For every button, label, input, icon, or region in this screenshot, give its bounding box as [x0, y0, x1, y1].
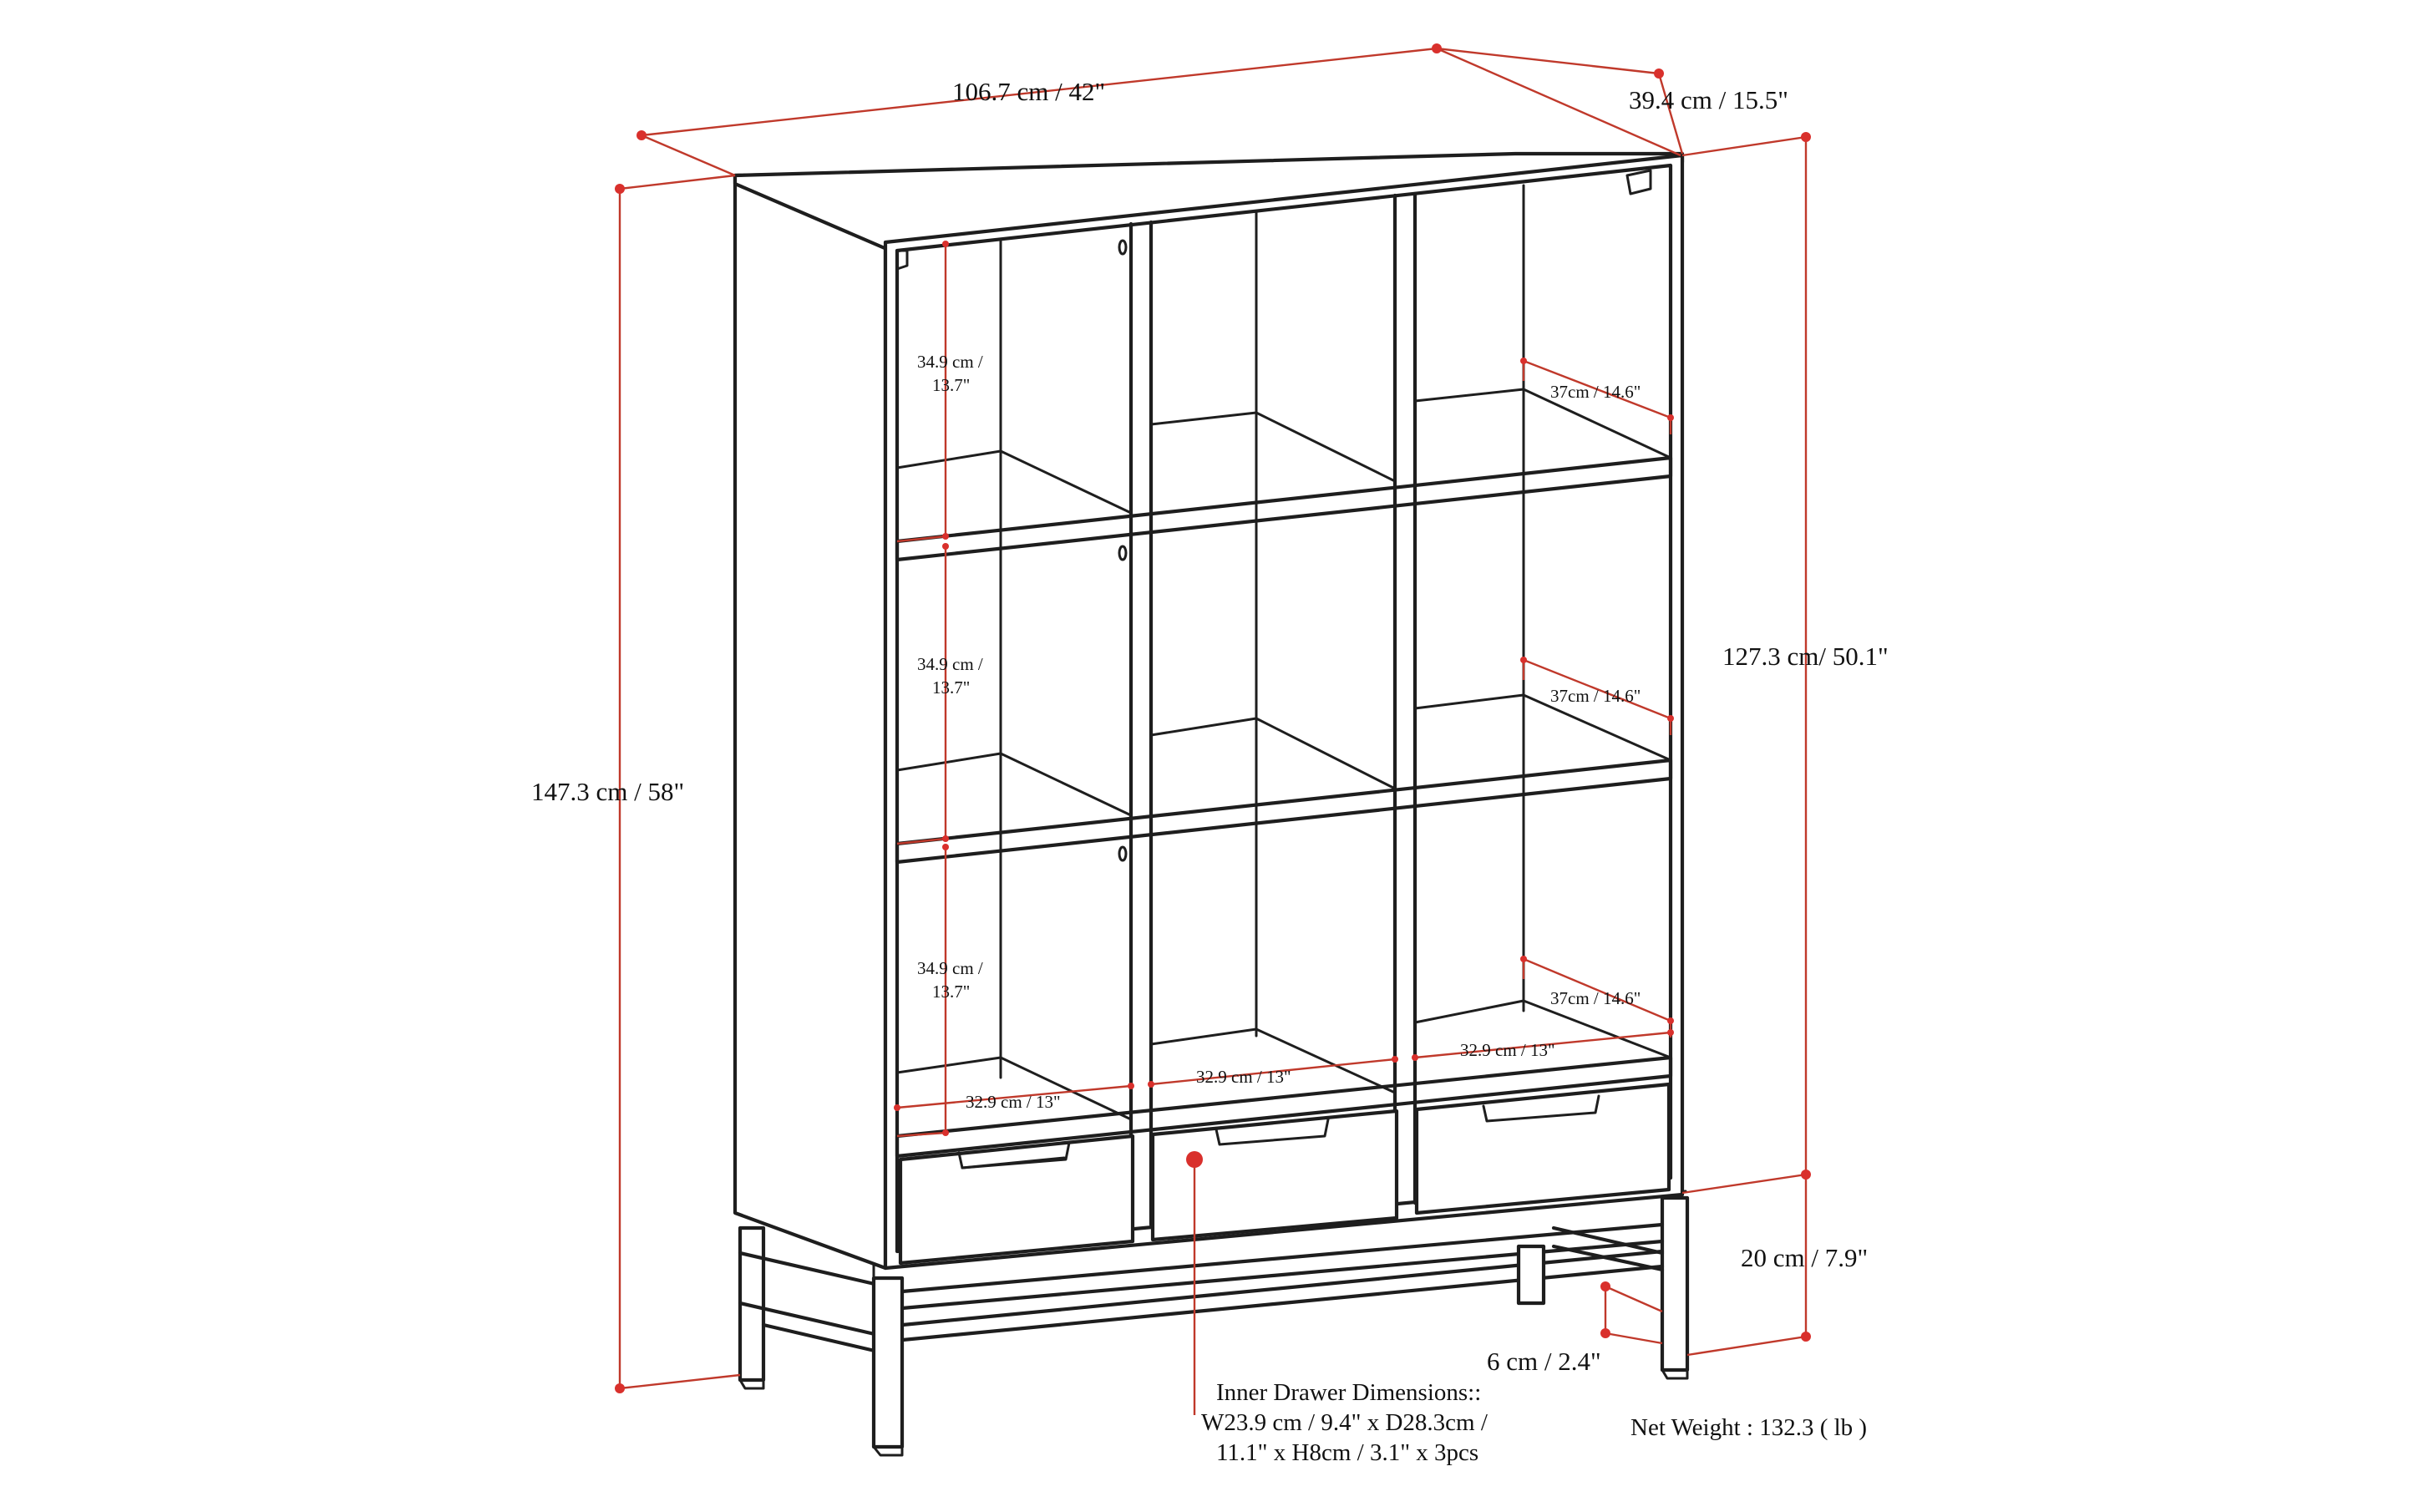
- leg-width-label: 6 cm / 2.4": [1487, 1347, 1601, 1376]
- cabinet-body: [733, 151, 1685, 1271]
- base-height-label: 20 cm / 7.9": [1741, 1243, 1868, 1272]
- cube-height-label-top-2: 13.7": [932, 375, 970, 395]
- cube-depth-label-bottom: 37cm / 14.6": [1550, 988, 1641, 1008]
- cube-height-label-mid-1: 34.9 cm /: [917, 654, 983, 674]
- drawer-right: [1414, 1082, 1671, 1215]
- dimension-markers: [615, 43, 1811, 1393]
- drawer-row: [898, 1082, 1671, 1266]
- drawer-info-line1: Inner Drawer Dimensions::: [1216, 1379, 1481, 1406]
- cube-depth-label-mid: 37cm / 14.6": [1550, 686, 1641, 706]
- dimension-lines: [618, 47, 1808, 1415]
- drawer-marker-dot: [1186, 1151, 1203, 1168]
- cube-depth-label-top: 37cm / 14.6": [1550, 382, 1641, 402]
- bookcase-drawing: [733, 151, 1690, 1457]
- cube-grid: [895, 169, 1673, 1229]
- width-label: 106.7 cm / 42": [952, 77, 1105, 106]
- cube-width-label-left: 32.9 cm / 13": [966, 1092, 1061, 1112]
- net-weight-label: Net Weight : 132.3 ( lb ): [1630, 1414, 1867, 1441]
- cube-height-label-bottom-2: 13.7": [932, 982, 970, 1002]
- depth-label: 39.4 cm / 15.5": [1629, 85, 1788, 114]
- cube-height-label-bottom-1: 34.9 cm /: [917, 958, 983, 978]
- drawer-middle: [1150, 1109, 1399, 1242]
- cube-width-label-middle: 32.9 cm / 13": [1196, 1067, 1291, 1087]
- drawer-left: [898, 1134, 1135, 1266]
- cabinet-height-label: 127.3 cm/ 50.1": [1722, 642, 1889, 671]
- cube-width-label-right: 32.9 cm / 13": [1460, 1040, 1555, 1060]
- total-height-label: 147.3 cm / 58": [531, 777, 684, 806]
- cube-height-label-mid-2: 13.7": [932, 677, 970, 698]
- drawer-info-line2: W23.9 cm / 9.4" x D28.3cm /: [1201, 1409, 1488, 1436]
- dimension-labels: 106.7 cm / 42" 39.4 cm / 15.5" 147.3 cm …: [531, 77, 1889, 1466]
- cube-height-label-top-1: 34.9 cm /: [917, 352, 983, 372]
- drawer-info-line3: 11.1" x H8cm / 3.1" x 3pcs: [1216, 1439, 1478, 1466]
